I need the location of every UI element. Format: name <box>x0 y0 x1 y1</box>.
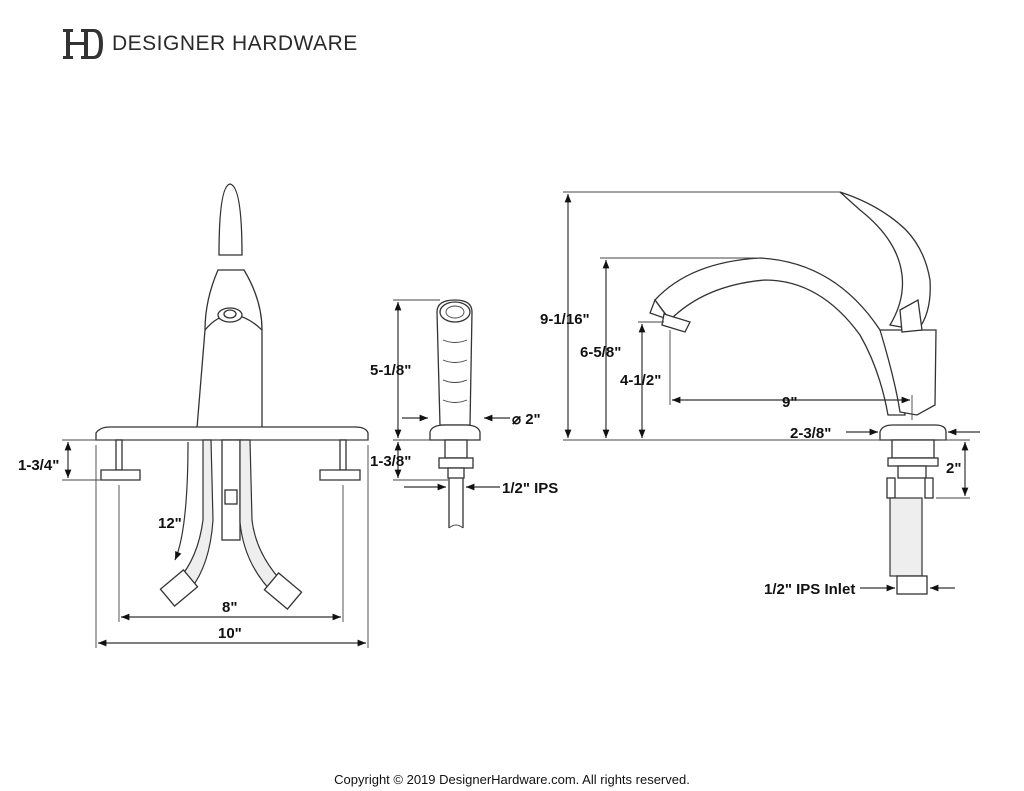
side-view <box>649 191 947 595</box>
spout-height-label: 6-5/8" <box>580 344 621 361</box>
sprayer-inlet-label: 1/2" IPS <box>502 480 558 497</box>
plate-width-label: 10" <box>218 625 242 642</box>
sprayer-view <box>429 299 481 529</box>
spread-label: 8" <box>222 599 237 616</box>
shank-label: 2" <box>946 460 961 477</box>
side-dimensions: 9-1/16" 6-5/8" 4-1/2" 9" 2-3/8" 2" 1/2" … <box>540 191 980 598</box>
sprayer-base-label: 1-3/8" <box>370 453 411 470</box>
side-inlet-label: 1/2" IPS Inlet <box>764 581 855 598</box>
hose-length-label: 12" <box>158 515 182 532</box>
aerator-height-label: 4-1/2" <box>620 372 661 389</box>
brand-header: DESIGNER HARDWARE <box>62 26 358 62</box>
front-dimensions: 1-3/4" 12" 8" 10" <box>18 439 369 648</box>
sprayer-height-label: 5-1/8" <box>370 362 411 379</box>
deck-height-label: 1-3/4" <box>18 457 59 474</box>
sprayer-diameter-label: ⌀ 2" <box>512 411 541 428</box>
sprayer-dimensions: 5-1/8" ⌀ 2" 1-3/8" 1/2" IPS <box>370 299 558 497</box>
overall-height-label: 9-1/16" <box>540 311 590 328</box>
dh-monogram-icon <box>63 29 103 59</box>
front-view <box>95 183 369 610</box>
reach-label: 9" <box>782 394 797 411</box>
copyright-footer: Copyright © 2019 DesignerHardware.com. A… <box>334 772 690 787</box>
base-diameter-label: 2-3/8" <box>790 425 831 442</box>
brand-name: DESIGNER HARDWARE <box>112 32 358 55</box>
